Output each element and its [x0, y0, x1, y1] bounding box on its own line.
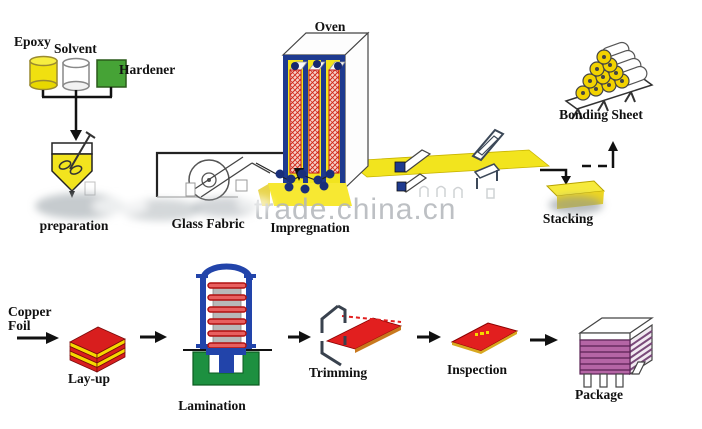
mixing-flow-lines [41, 87, 113, 141]
watermark: trade.china.cn [35, 185, 603, 226]
epoxy-label: Epoxy [14, 34, 51, 49]
watermark-text: trade.china.cn [254, 193, 456, 226]
preparation-tank-icon [51, 131, 96, 198]
copper-foil-label-line2: Foil [8, 318, 31, 333]
cutter-frame-icon [471, 128, 505, 189]
solvent-label: Solvent [54, 41, 97, 56]
epoxy-tank-icon [29, 55, 58, 91]
layup-label: Lay-up [68, 371, 110, 386]
layup-stack-icon [69, 326, 126, 373]
package-icon [578, 317, 654, 388]
inspection-icon [450, 322, 519, 354]
solvent-tank-icon [62, 57, 90, 92]
watermark-glyph-remnants [419, 185, 495, 199]
lamination-press-icon [183, 263, 272, 386]
watermark-smudges [35, 193, 603, 221]
impregnation-label: Impregnation [270, 220, 350, 235]
glass-fabric-label: Glass Fabric [171, 216, 244, 231]
stacking-to-bonding-dashed-arrow [582, 141, 618, 168]
copper-foil-label-line1: Copper [8, 304, 52, 319]
hardener-label: Hardener [119, 62, 175, 77]
slitter-device-icon [394, 149, 432, 193]
bonding-sheet-rolls-icon [564, 41, 654, 120]
stacking-label: Stacking [543, 211, 594, 226]
impregnation-tank-icon [255, 162, 352, 206]
trimming-label: Trimming [309, 365, 367, 380]
trimming-icon [320, 304, 403, 367]
glass-fabric-unwinder-icon [155, 151, 290, 201]
preparation-label: preparation [40, 218, 109, 233]
bonding-sheet-label: Bonding Sheet [559, 107, 643, 122]
lamination-label: Lamination [178, 398, 246, 413]
oven-label: Oven [315, 19, 346, 34]
hardener-tank-icon [96, 59, 127, 88]
oven-icon [281, 31, 370, 190]
conveyor-belt-icon [345, 149, 551, 178]
package-label: Package [575, 387, 623, 402]
flow-arrows [17, 331, 558, 346]
belt-to-stacking-arrow [540, 168, 571, 185]
inspection-label: Inspection [447, 362, 508, 377]
